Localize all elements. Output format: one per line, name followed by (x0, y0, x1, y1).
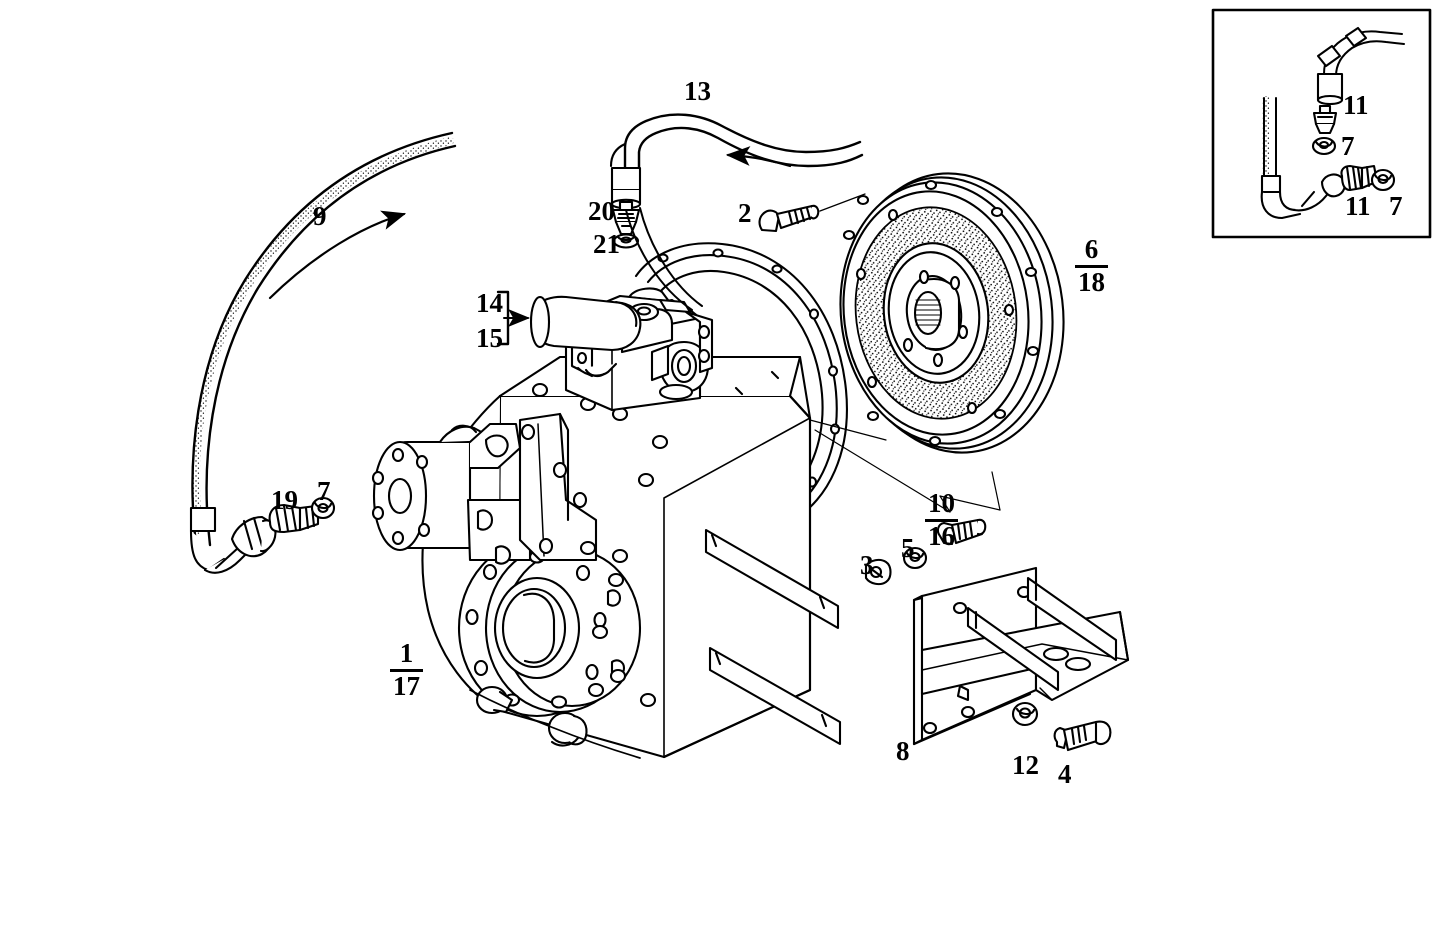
callout-sealing-washer: 21 (593, 229, 620, 259)
inset-callout-hose-fitting: 11 (1343, 90, 1369, 120)
damper-plate-assembly-6-18 (839, 172, 1065, 454)
callout-washer: 5 (901, 533, 915, 563)
callout-line: 15 (476, 322, 503, 353)
callout-denominator: 18 (1078, 267, 1105, 298)
callout-denominator: 16 (928, 521, 955, 552)
hydraulic-cylinder-actuator-14-15 (496, 290, 642, 352)
callout-sealing-washer: 7 (317, 476, 331, 506)
output-flange (457, 538, 642, 718)
sealing-washer-7-left (310, 496, 336, 520)
stud-bolt-10-16 (814, 429, 1001, 546)
callout-hydraulic-hose-upper: 13 (684, 76, 711, 106)
detail-box-hose-fittings (1211, 8, 1432, 239)
washer-5 (902, 546, 928, 570)
hex-bolt-4 (1053, 720, 1112, 752)
callout-hex-bolt: 4 (1058, 759, 1072, 789)
hex-nut-3 (864, 558, 892, 586)
oil-pump-assembly (371, 422, 532, 565)
callout-hydraulic-hose-long: 9 (313, 201, 327, 231)
washer-12 (1011, 701, 1039, 727)
hex-bolt-2 (758, 193, 866, 233)
inset-callout-sealing-washer: 7 (1389, 191, 1403, 221)
callout-numerator: 10 (928, 488, 955, 518)
callout-numerator: 1 (399, 638, 414, 668)
sealing-washer-21 (612, 233, 640, 249)
callout-hex-nut: 3 (860, 550, 874, 580)
inset-callout-sealing-washer: 7 (1341, 131, 1355, 161)
mounting-bracket-8 (912, 566, 1130, 746)
hydraulic-hose-upper-13 (609, 113, 864, 210)
inset-callout-hose-fitting: 11 (1345, 191, 1371, 221)
callout-hose-fitting-elbow: 20 (588, 196, 615, 226)
callout-divider (1075, 265, 1108, 268)
hydraulic-hose-long-9 (189, 131, 457, 574)
hose-fitting-20 (611, 200, 641, 236)
shift-linkage-bracket (518, 412, 598, 562)
callout-washer: 12 (1012, 750, 1039, 780)
transmission-housing-1-17 (371, 355, 842, 759)
callout-divider (390, 669, 423, 672)
callout-denominator: 17 (393, 671, 420, 702)
callout-mounting-bracket: 8 (896, 736, 910, 766)
callout-line: 14 (476, 288, 503, 318)
callout-numerator: 6 (1084, 234, 1099, 264)
callout-hex-bolt: 2 (738, 198, 752, 228)
callout-divider (925, 519, 958, 522)
callout-hose-connector: 19 (271, 485, 298, 515)
